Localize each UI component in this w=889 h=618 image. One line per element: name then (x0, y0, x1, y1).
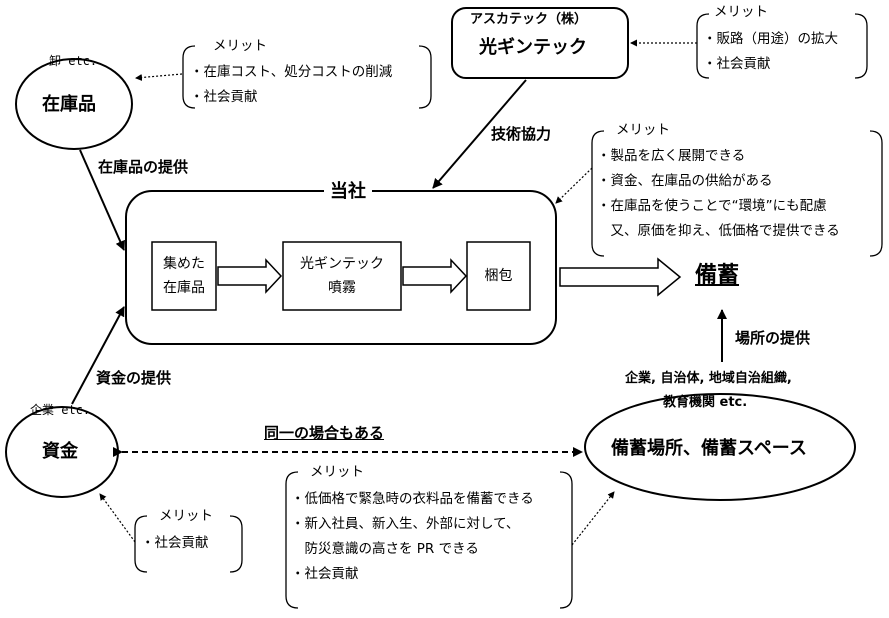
merit-storage-item: ・社会貢献 (291, 566, 359, 582)
process-1-line1: 集めた (163, 256, 205, 272)
label-tech-coop: 技術協力 (491, 125, 552, 143)
label-funds-supply: 資金の提供 (96, 369, 172, 387)
label-stock-supply: 在庫品の提供 (98, 158, 189, 176)
process-pack-text: 梱包 (467, 264, 530, 288)
storage-ellipse (584, 393, 856, 501)
arrow-stock-to-company (79, 149, 125, 251)
merit-stock-item: ・社会貢献 (190, 89, 258, 105)
process-3-line1: 梱包 (484, 268, 513, 284)
merit-bracket-company (591, 130, 883, 257)
stock-ellipse (15, 58, 133, 150)
merit-askatech-item: ・販路（用途）の拡大 (703, 31, 838, 47)
merit-title-company: メリット (612, 123, 674, 138)
askatech-label: 光ギンテック (479, 37, 587, 58)
company-title: 当社 (324, 183, 372, 201)
merit-bracket-storage (285, 471, 573, 609)
label-place-supply: 場所の提供 (735, 329, 811, 347)
merit-company-item: ・在庫品を使うことで“環境”にも配慮 (597, 198, 827, 214)
merit-title-storage: メリット (306, 465, 368, 480)
merit-askatech-item: ・社会貢献 (703, 56, 771, 72)
process-spray-text: 光ギンテック 噴霧 (283, 252, 401, 300)
stock-label: 在庫品 (42, 94, 96, 115)
merit-bracket-stock (182, 45, 432, 109)
merit-storage-item: 防災意識の高さを PR できる (291, 541, 479, 557)
merit-list-storage: ・低価格で緊急時の衣料品を備蓄できる ・新入社員、新入生、外部に対して、 防災意… (291, 487, 534, 587)
process-arrow-1 (217, 258, 283, 294)
process-arrow-2 (402, 258, 468, 294)
merit-title-funds: メリット (155, 509, 217, 524)
merit-arrow-funds (99, 493, 136, 543)
merit-arrow-company (555, 167, 593, 204)
merit-storage-item: ・低価格で緊急時の衣料品を備蓄できる (291, 491, 534, 507)
merit-list-stock: ・在庫コスト、処分コストの削減 ・社会貢献 (190, 60, 392, 110)
merit-company-item: ・資金、在庫品の供給がある (597, 173, 773, 189)
storage-label: 備蓄場所、備蓄スペース (611, 438, 807, 459)
process-2-line2: 噴霧 (328, 280, 356, 296)
stock-caption: 卸 etc. (49, 54, 98, 68)
merit-company-item: ・製品を広く展開できる (597, 148, 746, 164)
merit-list-company: ・製品を広く展開できる ・資金、在庫品の供給がある ・在庫品を使うことで“環境”… (597, 144, 840, 244)
askatech-box (451, 7, 629, 79)
merit-company-item: 又、原価を抑え、低価格で提供できる (597, 223, 840, 239)
merit-list-funds: ・社会貢献 (141, 531, 209, 556)
label-same-case: 同一の場合もある (264, 424, 385, 442)
process-box-spray (282, 241, 402, 311)
process-1-line2: 在庫品 (163, 280, 205, 296)
merit-title-askatech: メリット (710, 5, 772, 20)
arrow-funds-to-company (71, 306, 125, 405)
merit-bracket-funds (134, 515, 243, 573)
merit-stock-item: ・在庫コスト、処分コストの削減 (190, 64, 393, 80)
process-collected-stock-text: 集めた 在庫品 (152, 252, 216, 300)
askatech-caption: アスカテック（株） (470, 12, 588, 27)
process-box-collected-stock (151, 241, 217, 311)
arrow-askatech-to-company (432, 79, 527, 189)
merit-list-askatech: ・販路（用途）の拡大 ・社会貢献 (703, 27, 838, 77)
merit-funds-item: ・社会貢献 (141, 535, 209, 551)
funds-label: 資金 (42, 441, 78, 462)
funds-caption: 企業 etc. (30, 403, 91, 417)
output-arrow-to-reserve (559, 257, 682, 297)
merit-storage-item: ・新入社員、新入生、外部に対して、 (291, 516, 520, 532)
storage-caption-line1: 企業, 自治体, 地域自治組織, (625, 371, 792, 386)
merit-arrow-storage (571, 491, 615, 546)
process-2-line1: 光ギンテック (300, 256, 384, 272)
merit-bracket-askatech (696, 13, 868, 79)
reserve-label: 備蓄 (695, 263, 740, 288)
merit-arrow-stock (135, 73, 183, 81)
merit-title-stock: メリット (209, 39, 271, 54)
storage-caption-line2: 教育機関 etc. (663, 395, 748, 410)
